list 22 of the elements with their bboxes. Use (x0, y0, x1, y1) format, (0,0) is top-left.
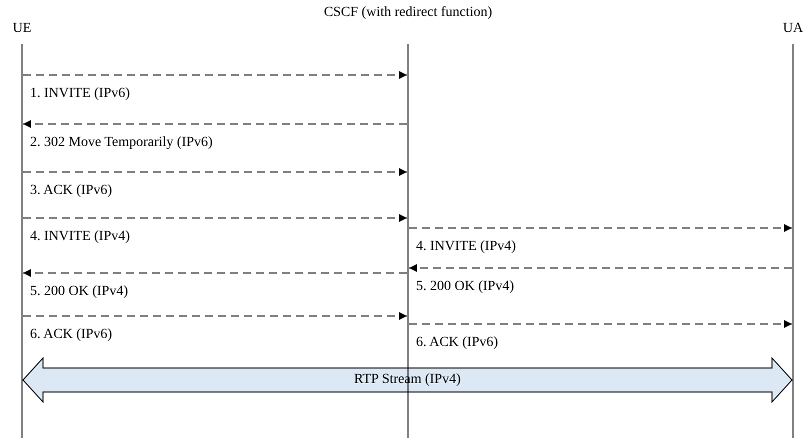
message-arrow (22, 120, 408, 128)
message-arrow (22, 269, 408, 277)
participant-label: UE (12, 20, 32, 37)
message-label: 2. 302 Move Temporarily (IPv6) (30, 134, 213, 151)
message-label: 6. ACK (IPv6) (30, 326, 112, 343)
participant-label: UA (782, 20, 804, 37)
message-label: 4. INVITE (IPv4) (30, 228, 130, 245)
message-arrow (408, 264, 792, 272)
participant-label: CSCF (with redirect function) (322, 4, 494, 21)
message-label: 4. INVITE (IPv4) (416, 238, 516, 255)
message-label: 6. ACK (IPv6) (416, 334, 498, 351)
message-label: 5. 200 OK (IPv4) (416, 278, 514, 295)
message-arrow (408, 320, 792, 328)
message-label: 5. 200 OK (IPv4) (30, 283, 128, 300)
message-arrow (408, 224, 792, 232)
message-arrow (22, 71, 408, 79)
message-arrow (22, 168, 408, 176)
message-arrow (22, 312, 408, 320)
message-label: 3. ACK (IPv6) (30, 182, 112, 199)
message-arrow (22, 214, 408, 222)
message-label: 1. INVITE (IPv6) (30, 85, 130, 102)
block-arrow (22, 356, 793, 404)
